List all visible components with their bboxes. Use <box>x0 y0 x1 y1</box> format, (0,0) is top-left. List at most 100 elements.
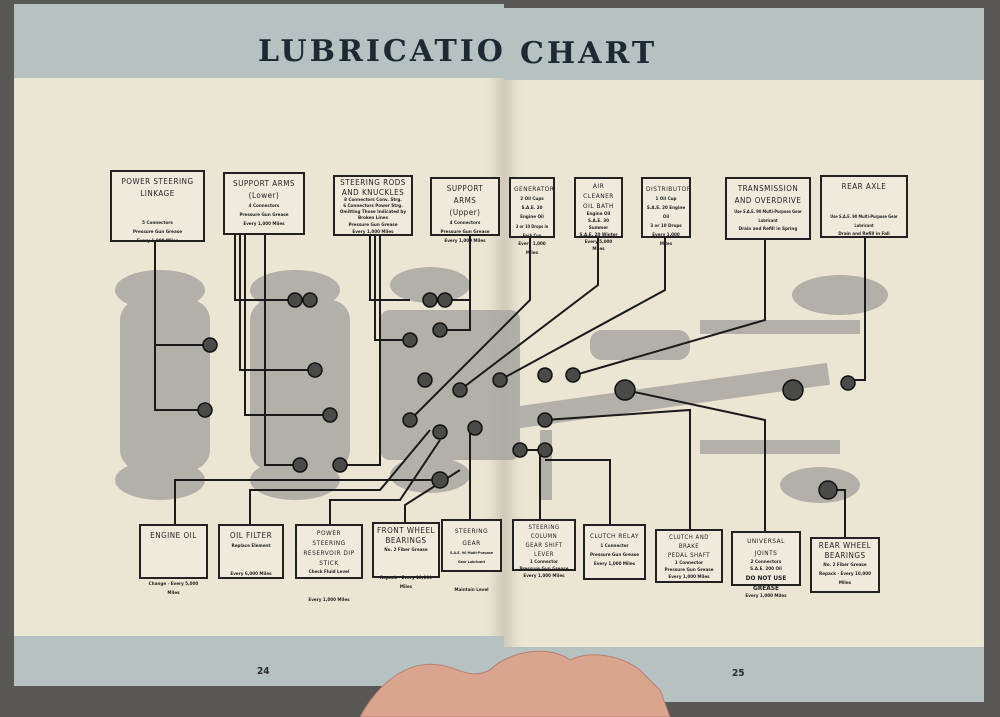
box-detail: Change - Every 5,000 Miles <box>148 582 199 596</box>
box-title: RESERVOIR DIP STICK <box>303 549 355 567</box>
box-detail: Every 1,000 Miles <box>243 222 285 227</box>
box-title: PEDAL SHAFT <box>667 552 711 559</box>
box-detail: 1 Oil Cup <box>655 197 677 202</box>
box-detail: Replace Element <box>231 544 271 549</box>
lubrication-points <box>197 292 856 500</box>
box-detail: 5 Connectors <box>142 221 173 226</box>
box-detail: Every 5,000 Miles <box>584 240 613 252</box>
box-detail: Repack - Every 10,000 Miles <box>819 572 871 586</box>
box-detail: Every 1,000 Miles <box>444 239 486 244</box>
box-title: ENGINE OIL <box>150 531 197 540</box>
box-title: BEARINGS <box>824 551 866 560</box>
box-detail: Drain and Refill in Fall <box>838 232 890 237</box>
page-number-right: 25 <box>732 668 745 679</box>
box-detail: Drain and Refill in Spring <box>738 227 798 232</box>
page-number-left: 24 <box>257 666 270 677</box>
box-detail: 6 Connectors Power Strg. Omitting Those … <box>339 204 407 221</box>
box-support-arms-upper: SUPPORT ARMS (Upper) 4 Connectors Pressu… <box>430 177 500 244</box>
box-steering-column-gear-shift: STEERING COLUMN GEAR SHIFT LEVER 1 Conne… <box>512 519 576 579</box>
right-page: CHART 25 <box>504 8 984 702</box>
box-generator: GENERATOR 2 Oil Cups S.A.E. 20 Engine Oi… <box>509 177 555 256</box>
box-detail: 3 or 10 Drops in Each Cup <box>515 224 549 238</box>
box-power-steering-linkage: POWER STEERING LINKAGE 5 Connectors Pres… <box>110 170 205 244</box>
box-detail: S.A.E. 20 Engine Oil <box>520 206 544 220</box>
box-detail: Check Fluid Level <box>308 570 350 575</box>
box-detail: 4 Connectors <box>449 221 481 226</box>
box-detail: 1 Connector <box>600 544 629 549</box>
box-front-wheel-bearings: FRONT WHEEL BEARINGS No. 2 Fiber Grease … <box>372 522 440 590</box>
box-detail: Repack - Every 10,000 Miles <box>380 576 432 590</box>
box-detail: Pressure Gun Grease <box>239 213 289 218</box>
box-detail: No. 2 Fiber Grease <box>823 563 867 568</box>
box-title: BEARINGS <box>385 536 427 545</box>
box-title: OIL BATH <box>583 202 614 210</box>
box-detail: S.A.E. 200 Oil <box>750 567 782 572</box>
box-title: FRONT WHEEL <box>377 526 435 535</box>
box-title: CLUTCH RELAY <box>589 532 640 540</box>
box-steering-rods-knuckles: STEERING RODS AND KNUCKLES 8 Connectors … <box>333 175 413 236</box>
box-detail: Pressure Gun Grease <box>348 223 398 228</box>
box-steering-gear: STEERING GEAR S.A.E. 90 Multi-Purpose Ge… <box>441 519 502 593</box>
box-detail: Pressure Gun Grease <box>664 568 714 573</box>
box-detail: 8 Connectors Conv. Strg. <box>344 198 402 203</box>
box-title: AIR CLEANER <box>583 182 614 200</box>
box-detail: Every 1,000 Miles <box>352 230 394 235</box>
box-title: OIL FILTER <box>229 531 273 540</box>
box-power-steering-reservoir: POWER STEERING RESERVOIR DIP STICK Check… <box>295 524 363 603</box>
box-rear-wheel-bearings: REAR WHEEL BEARINGS No. 2 Fiber Grease R… <box>810 537 880 593</box>
box-title: STEERING COLUMN <box>528 524 560 540</box>
box-title: AND KNUCKLES <box>341 188 405 197</box>
box-detail: Maintain Level <box>454 588 489 593</box>
box-detail: Engine Oil <box>586 212 611 217</box>
box-detail: Every 1,000 Miles <box>523 574 565 579</box>
box-detail: 3 or 10 Drops <box>650 224 682 229</box>
box-detail: Pressure Gun Grease <box>589 553 640 558</box>
box-title: SUPPORT ARMS <box>233 179 295 188</box>
box-detail: S.A.E. 20 Engine Oil <box>646 206 686 220</box>
box-title: POWER STEERING <box>312 529 346 547</box>
chassis-illustration <box>115 267 888 503</box>
box-clutch-brake-pedal-shaft: CLUTCH AND BRAKE PEDAL SHAFT 1 Connector… <box>655 529 723 583</box>
box-title: DISTRIBUTOR <box>646 185 692 193</box>
box-warning: DO NOT USE GREASE <box>745 574 787 592</box>
box-title: GEAR SHIFT LEVER <box>525 542 563 558</box>
top-band <box>14 4 504 78</box>
box-rear-axle: REAR AXLE Use S.A.E. 90 Multi-Purpose Ge… <box>820 175 908 238</box>
title-right: CHART <box>520 36 658 71</box>
box-detail: Every 1,000 Miles <box>745 594 787 599</box>
leader-lines <box>154 235 866 538</box>
box-detail: Every 1,000 Miles <box>652 233 680 247</box>
box-title: CLUTCH AND BRAKE <box>669 534 709 550</box>
box-detail: 1 Connector <box>529 560 559 565</box>
box-detail: S.A.E. 20 Winter <box>579 233 618 238</box>
box-detail: Every 1,000 Miles <box>518 242 546 256</box>
box-support-arms-lower: SUPPORT ARMS (Lower) 4 Connectors Pressu… <box>223 172 305 235</box>
box-detail: Every 6,000 Miles <box>230 572 272 577</box>
box-detail: S.A.E. 90 Multi-Purpose Gear Lubricant <box>449 551 494 564</box>
box-title: SUPPORT ARMS <box>446 184 484 205</box>
box-distributor: DISTRIBUTOR 1 Oil Cup S.A.E. 20 Engine O… <box>641 177 692 247</box>
box-engine-oil: ENGINE OIL Change - Every 5,000 Miles <box>139 524 208 596</box>
box-title: STEERING GEAR <box>454 527 489 547</box>
box-detail: Pressure Gun Grease <box>132 230 183 235</box>
box-title: (Lower) <box>248 191 280 200</box>
box-title: (Upper) <box>449 208 481 217</box>
hand-holding-booklet <box>360 650 671 717</box>
box-universal-joints: UNIVERSAL JOINTS 2 Connectors S.A.E. 200… <box>731 531 801 599</box>
box-title: POWER STEERING LINKAGE <box>121 177 194 198</box>
box-title: GENERATOR <box>514 185 555 193</box>
box-air-cleaner-oil-bath: AIR CLEANER OIL BATH Engine Oil S.A.E. 3… <box>574 177 623 252</box>
box-detail: No. 2 Fiber Grease <box>384 548 428 553</box>
box-title: STEERING RODS <box>340 178 406 187</box>
box-clutch-relay: CLUTCH RELAY 1 Connector Pressure Gun Gr… <box>583 524 646 580</box>
box-detail: S.A.E. 30 Summer <box>588 219 609 231</box>
box-transmission-overdrive: TRANSMISSION AND OVERDRIVE Use S.A.E. 90… <box>725 177 811 240</box>
box-title: AND OVERDRIVE <box>734 196 802 205</box>
box-detail: 4 Connectors <box>248 204 280 209</box>
box-title: TRANSMISSION <box>737 184 799 193</box>
box-detail: Pressure Gun Grease <box>519 567 569 572</box>
box-detail: 2 Oil Cups <box>520 197 544 202</box>
box-title: UNIVERSAL JOINTS <box>747 537 785 557</box>
top-band <box>504 8 984 80</box>
